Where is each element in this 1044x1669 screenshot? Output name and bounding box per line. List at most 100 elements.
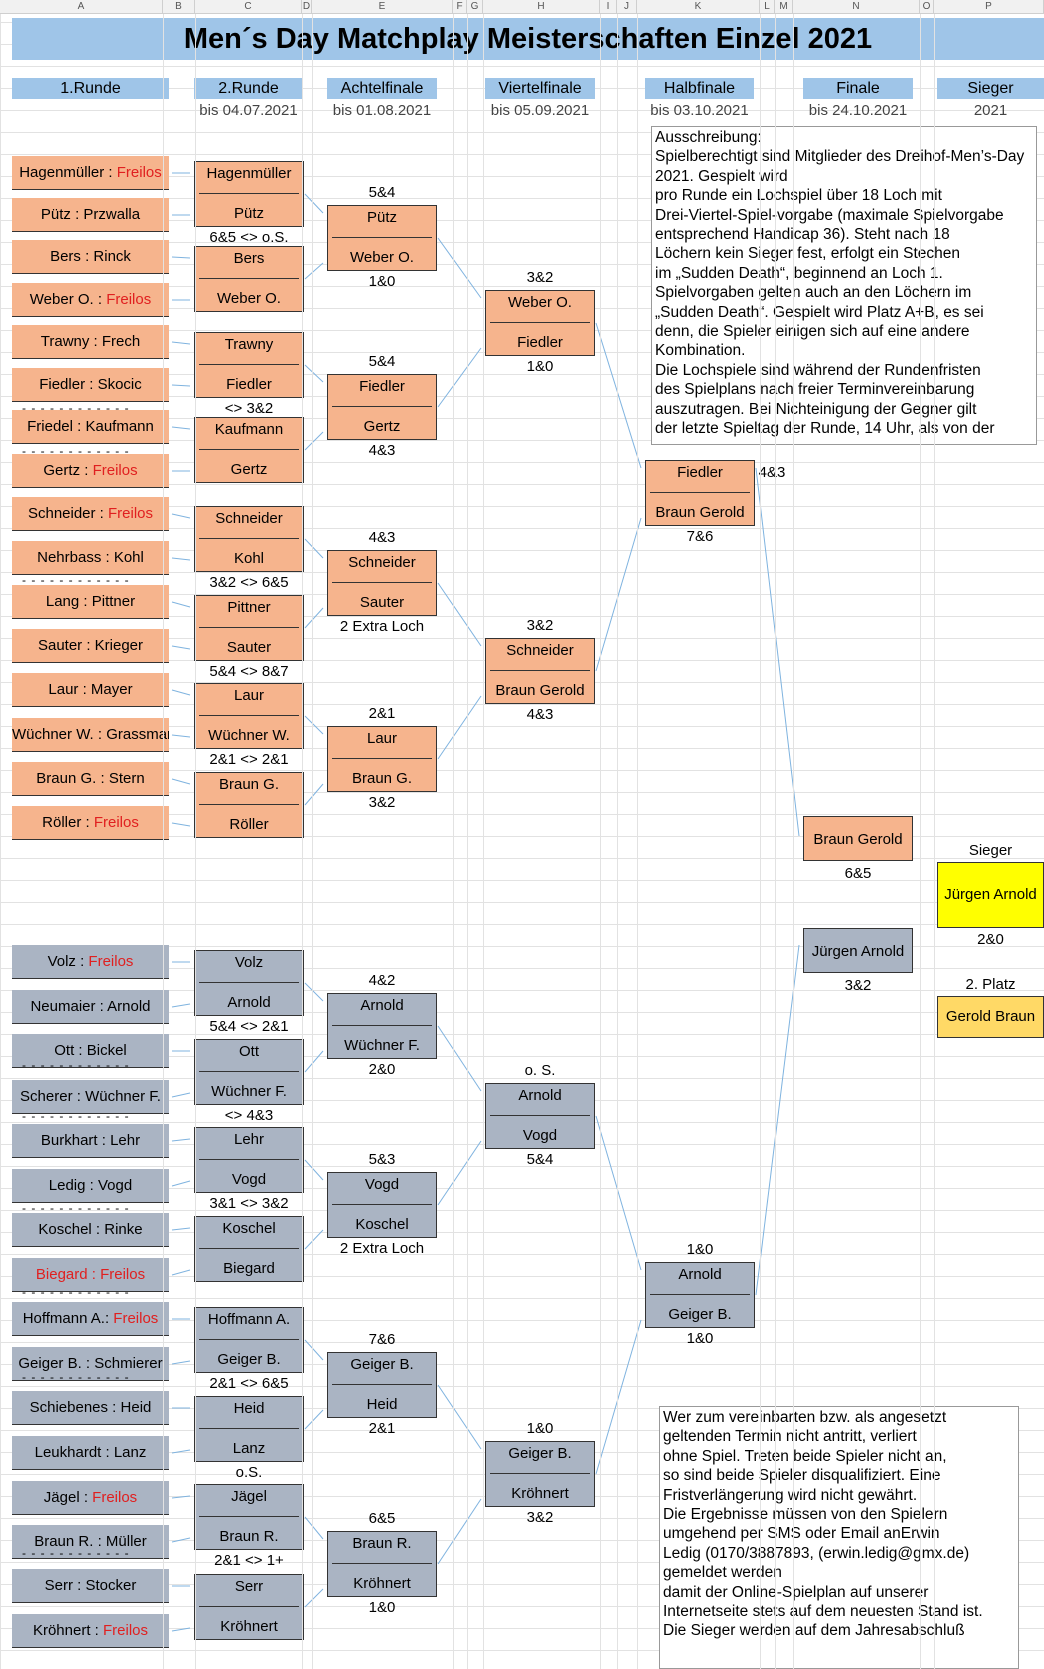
- column-header-o[interactable]: O: [920, 0, 934, 14]
- winner-cell[interactable]: Jürgen Arnold: [937, 862, 1044, 928]
- round2-match[interactable]: Braun G.Röller: [194, 772, 304, 838]
- round16-match[interactable]: Braun R.Kröhnert: [327, 1531, 437, 1597]
- round1-match[interactable]: Neumaier : Arnold: [12, 990, 169, 1024]
- column-header-b[interactable]: B: [163, 0, 195, 14]
- player-top: Heid: [233, 1400, 265, 1417]
- column-header-l[interactable]: L: [760, 0, 775, 14]
- second-place-cell[interactable]: Gerold Braun: [937, 996, 1044, 1038]
- column-header-k[interactable]: K: [637, 0, 760, 14]
- column-header-n[interactable]: N: [793, 0, 920, 14]
- round1-match[interactable]: Volz : Freilos: [12, 945, 169, 979]
- column-header-h[interactable]: H: [483, 0, 600, 14]
- dash-divider: [199, 193, 299, 194]
- round1-match[interactable]: Hoffmann A.: Freilos: [12, 1302, 169, 1336]
- round1-match[interactable]: Schiebenes : Heid: [12, 1391, 169, 1425]
- column-header-e[interactable]: E: [312, 0, 453, 14]
- player-top: Laur: [366, 730, 398, 747]
- round1-match[interactable]: Hagenmüller : Freilos: [12, 156, 169, 190]
- quarterfinal-match[interactable]: Geiger B.Kröhnert: [485, 1441, 595, 1507]
- round16-result-bottom: 1&0: [368, 273, 396, 290]
- announcement-text: Ausschreibung: Spielberechtigt sind Mitg…: [655, 129, 1025, 438]
- announcement-textbox[interactable]: Ausschreibung: Spielberechtigt sind Mitg…: [651, 126, 1037, 445]
- round1-match[interactable]: Röller : Freilos: [12, 806, 169, 840]
- round1-match[interactable]: Bers : Rinck: [12, 240, 169, 274]
- column-header-f[interactable]: F: [453, 0, 467, 14]
- round1-match[interactable]: Scherer : Wüchner F.: [12, 1080, 169, 1114]
- column-header-i[interactable]: I: [600, 0, 617, 14]
- round1-match[interactable]: Braun G. : Stern: [12, 762, 169, 796]
- round1-match[interactable]: Ott : Bickel: [12, 1034, 169, 1068]
- round1-match[interactable]: Geiger B. : Schmierer: [12, 1347, 169, 1381]
- round1-match[interactable]: Schneider : Freilos: [12, 497, 169, 531]
- round1-match[interactable]: Nehrbass : Kohl: [12, 541, 169, 575]
- round1-match[interactable]: Weber O. : Freilos: [12, 283, 169, 317]
- column-gridline: [637, 14, 638, 1669]
- dash-divider: [199, 278, 299, 279]
- round1-match[interactable]: Sauter : Krieger: [12, 629, 169, 663]
- round1-match[interactable]: Braun R. : Müller: [12, 1525, 169, 1559]
- cell-separator: - - - - - - - - - - - -: [22, 1289, 130, 1297]
- column-header-c[interactable]: C: [195, 0, 302, 14]
- connector-r1-r2: [171, 1227, 191, 1231]
- column-header-a[interactable]: A: [0, 0, 163, 14]
- round1-match[interactable]: Koschel : Rinke: [12, 1213, 169, 1247]
- round1-match[interactable]: Kröhnert : Freilos: [12, 1614, 169, 1648]
- round1-match[interactable]: Laur : Mayer: [12, 673, 169, 707]
- column-header-j[interactable]: J: [617, 0, 637, 14]
- round1-match[interactable]: Pütz : Przwalla: [12, 198, 169, 232]
- quarterfinal-match[interactable]: Weber O.Fiedler: [485, 290, 595, 356]
- round1-match[interactable]: Serr : Stocker: [12, 1569, 169, 1603]
- round1-match[interactable]: Fiedler : Skocic: [12, 368, 169, 402]
- round1-match[interactable]: Jägel : Freilos: [12, 1481, 169, 1515]
- round1-match[interactable]: Lang : Pittner: [12, 585, 169, 619]
- final-player-2[interactable]: Jürgen Arnold: [803, 928, 913, 973]
- notice-textbox[interactable]: Wer zum vereinbarten bzw. als angesetzt …: [659, 1406, 1019, 1669]
- connector-sf-final: [755, 467, 800, 837]
- round1-match[interactable]: Burkhart : Lehr: [12, 1124, 169, 1158]
- column-header-m[interactable]: M: [775, 0, 793, 14]
- round1-match[interactable]: Gertz : Freilos: [12, 454, 169, 488]
- final-player-1[interactable]: Braun Gerold: [803, 816, 913, 861]
- round1-match[interactable]: Biegard : Freilos: [12, 1258, 169, 1292]
- round1-match[interactable]: Friedel : Kaufmann: [12, 410, 169, 444]
- round16-match[interactable]: Geiger B.Heid: [327, 1352, 437, 1418]
- final-result-1: 6&5: [844, 865, 872, 882]
- round2-result: 2&1 <> 2&1: [209, 751, 289, 768]
- round1-match[interactable]: Ledig : Vogd: [12, 1169, 169, 1203]
- bye-label: Freilos: [93, 814, 139, 831]
- round1-match[interactable]: Trawny : Frech: [12, 325, 169, 359]
- column-header-g[interactable]: G: [467, 0, 483, 14]
- player-top: Pittner: [227, 599, 271, 616]
- round1-match[interactable]: Wüchner W. : Grassmann: [12, 718, 169, 752]
- round2-match[interactable]: Hoffmann A.Geiger B.: [194, 1307, 304, 1373]
- round1-match[interactable]: Leukhardt : Lanz: [12, 1436, 169, 1470]
- cell-separator: - - - - - - - - - - - -: [22, 1374, 130, 1382]
- column-header-d[interactable]: D: [302, 0, 312, 14]
